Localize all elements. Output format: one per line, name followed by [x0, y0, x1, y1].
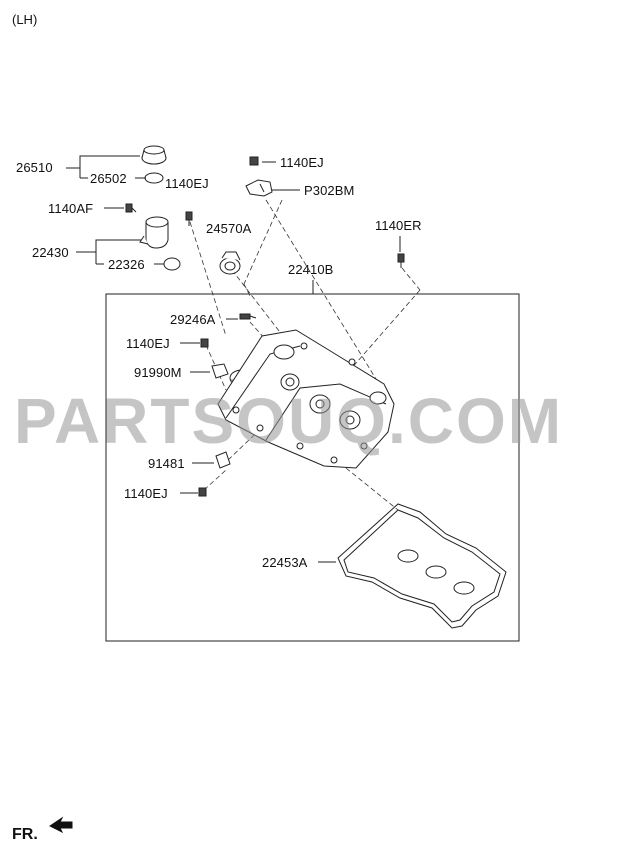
label-24570A: 24570A — [206, 221, 252, 236]
bolt-1140EJ-mid — [200, 338, 209, 348]
label-22430: 22430 — [32, 245, 69, 260]
label-P302BM: P302BM — [304, 183, 355, 198]
clip-91481 — [215, 451, 231, 469]
side-label: (LH) — [12, 12, 38, 27]
oil-cap-26510 — [141, 145, 167, 165]
label-1140EJ-top: 1140EJ — [280, 155, 324, 170]
label-22453A: 22453A — [262, 555, 308, 570]
cover-gasket-22453A — [337, 503, 507, 629]
watermark: PARTSOUQ.COM — [14, 385, 564, 457]
bolt-1140EJ-top — [249, 156, 259, 166]
label-26510: 26510 — [16, 160, 53, 175]
label-22326: 22326 — [108, 257, 145, 272]
label-1140EJ-left: 1140EJ — [165, 176, 209, 191]
label-22410B: 22410B — [288, 262, 334, 277]
bolt-1140EJ-left — [185, 211, 193, 226]
label-1140EJ-mid: 1140EJ — [126, 336, 170, 351]
direction-label: FR. — [12, 826, 38, 843]
bolt-1140EJ-bottom — [198, 487, 207, 497]
gasket-26502 — [144, 172, 164, 184]
label-91990M: 91990M — [134, 365, 182, 380]
label-29246A: 29246A — [170, 312, 216, 327]
pcv-24570A — [219, 251, 241, 275]
bolt-1140AF — [125, 203, 137, 213]
label-91481: 91481 — [148, 456, 185, 471]
bracket-91990M — [211, 363, 229, 379]
front-arrow-icon — [49, 816, 73, 834]
bolt-1140ER — [397, 253, 405, 268]
label-1140EJ-bottom: 1140EJ — [124, 486, 168, 501]
oring-22326 — [163, 257, 181, 271]
valve-cover-22410B — [217, 329, 395, 469]
filler-neck-22430 — [139, 216, 169, 249]
stud-29246A — [239, 313, 257, 320]
label-1140ER: 1140ER — [375, 218, 422, 233]
label-26502: 26502 — [90, 171, 127, 186]
label-1140AF: 1140AF — [48, 201, 94, 216]
bracket-P302BM — [245, 179, 273, 197]
